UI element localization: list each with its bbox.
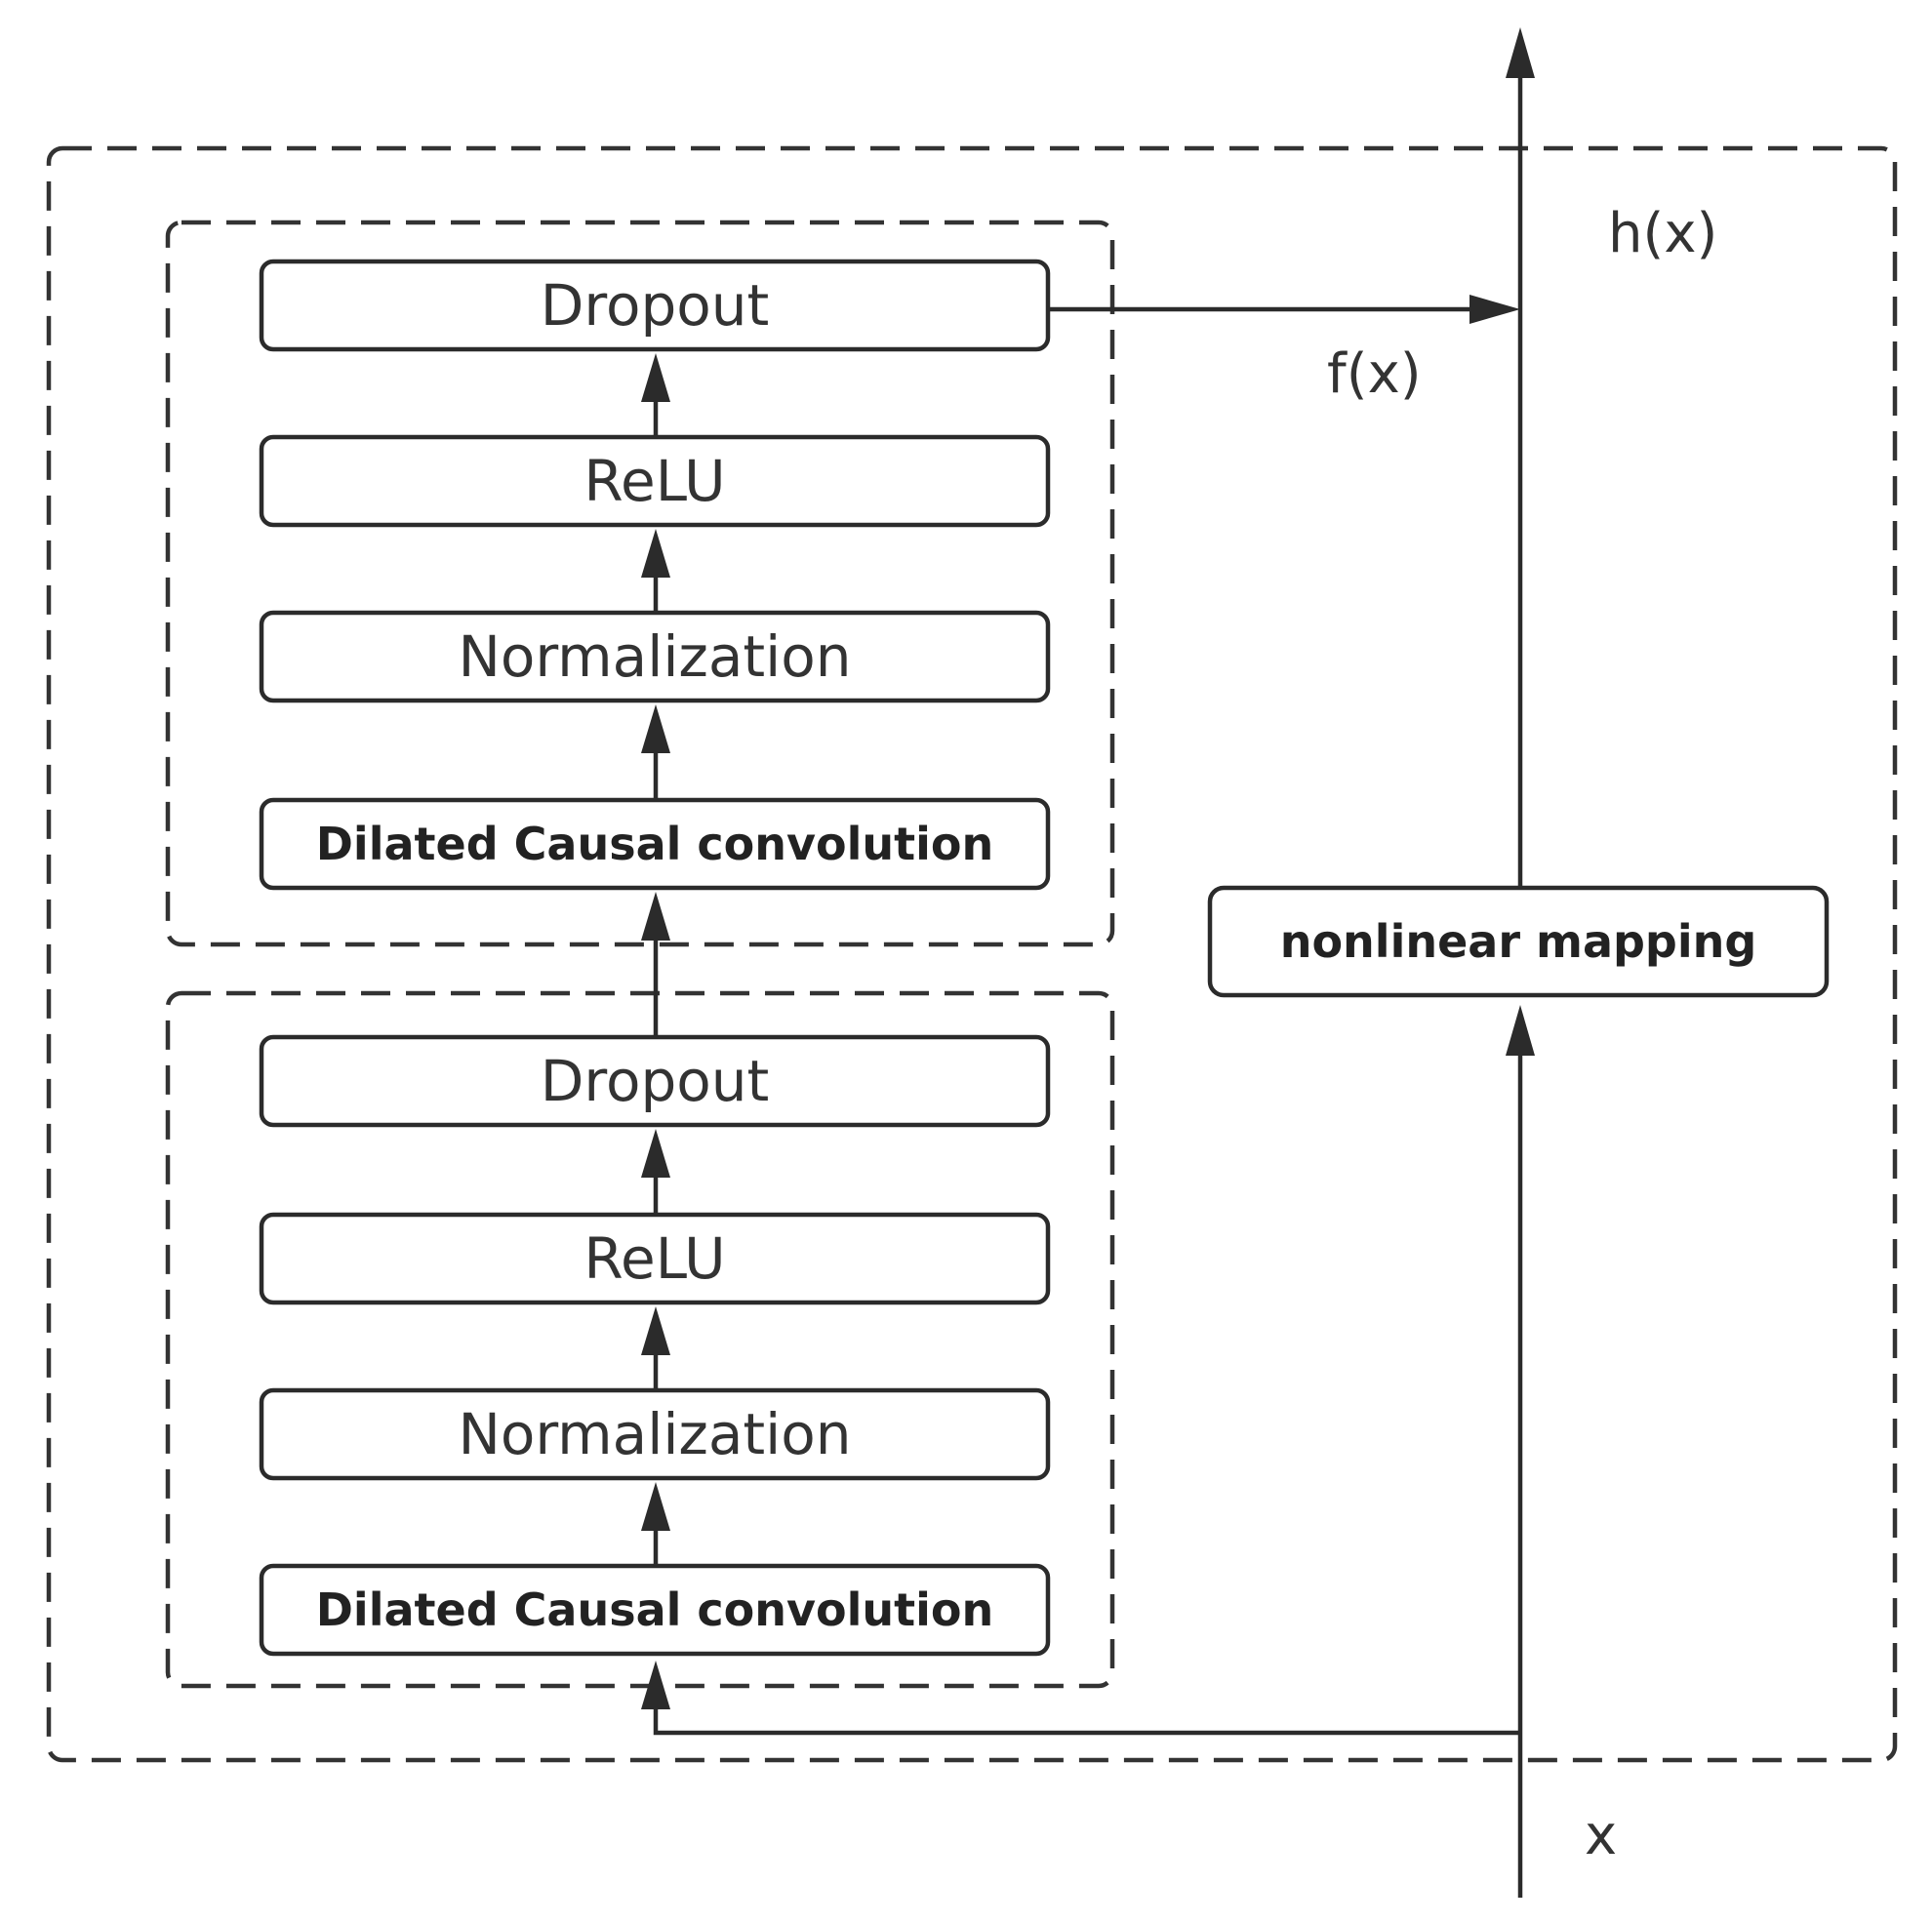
lower-normalization-label: Normalization [458, 1401, 851, 1467]
arrow-lower-conv-to-norm [641, 1482, 670, 1566]
residual-block-frame [46, 145, 1898, 1763]
upper-dropout-label: Dropout [541, 272, 770, 339]
lower-block-frame [165, 990, 1115, 1689]
lower-relu-label: ReLU [584, 1225, 725, 1292]
upper-normalization-label: Normalization [458, 623, 851, 690]
arrow-input-to-nonlinear-mapping [1506, 1005, 1535, 1898]
arrow-lower-relu-to-dropout [641, 1129, 670, 1215]
label-x: x [1585, 1804, 1617, 1867]
lower-dropout-layer: Dropout [259, 1034, 1051, 1128]
lower-dropout-label: Dropout [541, 1048, 770, 1114]
upper-dropout-layer: Dropout [259, 259, 1051, 352]
upper-dilated-conv-label: Dilated Causal convolution [316, 818, 993, 870]
arrow-lower-to-upper-block [641, 892, 670, 1037]
upper-block-frame [165, 220, 1115, 947]
label-h-of-x: h(x) [1608, 202, 1717, 265]
label-f-of-x: f(x) [1327, 342, 1422, 406]
upper-dilated-conv-layer: Dilated Causal convolution [259, 797, 1051, 891]
lower-dilated-conv-label: Dilated Causal convolution [316, 1583, 993, 1636]
nonlinear-mapping-label: nonlinear mapping [1280, 915, 1757, 968]
arrow-lower-norm-to-relu [641, 1306, 670, 1390]
upper-normalization-layer: Normalization [259, 610, 1051, 703]
nonlinear-mapping-box: nonlinear mapping [1207, 885, 1830, 998]
arrow-upper-conv-to-norm [641, 704, 670, 800]
upper-relu-layer: ReLU [259, 434, 1051, 528]
arrow-residual-f-to-merge [1048, 295, 1520, 324]
arrow-output-h [1506, 27, 1535, 888]
lower-dilated-conv-layer: Dilated Causal convolution [259, 1563, 1051, 1657]
lower-relu-layer: ReLU [259, 1212, 1051, 1305]
upper-relu-label: ReLU [584, 448, 725, 514]
arrow-input-to-lower-block [641, 1661, 1520, 1736]
arrow-upper-relu-to-dropout [641, 353, 670, 437]
arrow-upper-norm-to-relu [641, 529, 670, 613]
lower-normalization-layer: Normalization [259, 1387, 1051, 1481]
